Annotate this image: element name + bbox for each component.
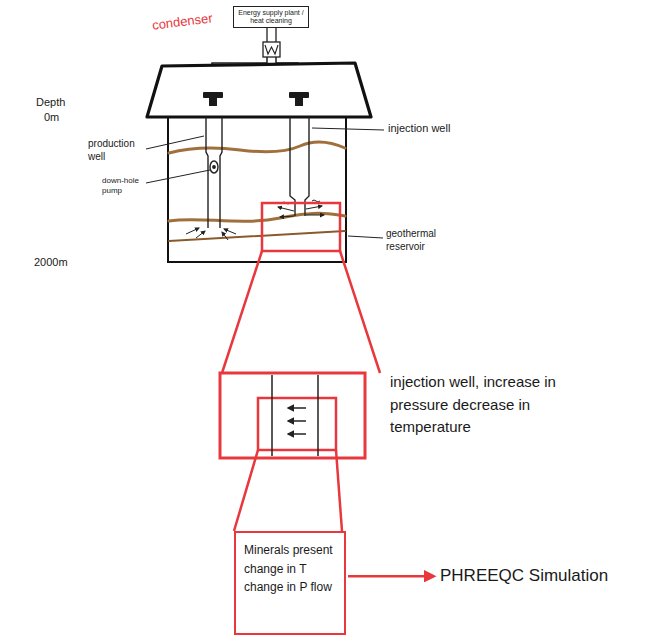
production-well xyxy=(220,117,222,228)
subsurface-block xyxy=(168,117,346,262)
production-well xyxy=(210,161,218,173)
zoomed-well xyxy=(317,375,319,456)
pipe-line xyxy=(267,28,276,42)
plant-roof xyxy=(147,63,371,117)
annotation-note: injection well, increase in pressure dec… xyxy=(390,371,566,439)
zoom-frames xyxy=(336,450,342,531)
injection-well xyxy=(290,117,295,216)
zoom-frames xyxy=(262,203,340,251)
flow-arrows xyxy=(222,232,228,240)
condenser-link xyxy=(267,28,276,42)
node-text: PHREEQC Simulation xyxy=(440,566,608,586)
depth-value: 2000m xyxy=(34,256,68,270)
flow-arrows xyxy=(280,216,294,217)
wellheads xyxy=(203,92,309,106)
depth-value: 0m xyxy=(44,111,59,125)
flow-arrows xyxy=(306,206,322,209)
injection-well xyxy=(305,117,309,216)
condenser-symbol xyxy=(265,45,278,54)
zoom-frames xyxy=(340,251,380,373)
production-well xyxy=(213,166,215,168)
leader-lines xyxy=(146,136,204,149)
rock-layers xyxy=(169,142,345,153)
leader-lines xyxy=(146,170,210,183)
leader-lines xyxy=(146,128,384,238)
rock-layers xyxy=(169,142,345,241)
rock-layers xyxy=(169,231,345,241)
zoomed-well xyxy=(288,433,306,435)
flow-arrows xyxy=(224,229,236,234)
condenser-symbol xyxy=(263,42,280,57)
flow-arrow xyxy=(348,575,434,578)
zoomed-well xyxy=(288,407,306,409)
rock-layers xyxy=(169,213,345,221)
flow-arrows xyxy=(186,200,324,240)
condenser-label: condenser xyxy=(151,10,213,34)
plant-box: Energy supply plant / heat cleaning xyxy=(233,6,309,28)
flow-arrows xyxy=(312,200,320,202)
wellheads xyxy=(289,92,309,98)
zoom-frames xyxy=(222,251,262,373)
leader-lines xyxy=(348,236,383,238)
zoomed-well xyxy=(272,375,318,456)
production-well xyxy=(206,117,208,228)
subsurface-block xyxy=(168,117,346,262)
simulation-node: PHREEQC Simulation xyxy=(438,564,610,588)
analysis-box: Minerals present change in T change in P… xyxy=(234,531,346,635)
plant-roof xyxy=(147,63,371,117)
flow-arrows xyxy=(278,207,294,211)
depth-label: Depth xyxy=(36,96,65,110)
zoom-frames xyxy=(258,398,336,450)
zoom-frames xyxy=(220,373,365,458)
node-text: Energy supply plant / heat cleaning xyxy=(238,9,304,25)
zoomed-well xyxy=(271,375,273,456)
leader-lines xyxy=(312,128,384,130)
well-label: production well xyxy=(88,138,146,163)
condenser-symbol xyxy=(263,42,280,57)
node-text: Minerals present change in T change in P… xyxy=(244,541,336,597)
wellheads xyxy=(203,92,223,98)
zoomed-well xyxy=(288,420,306,422)
zoom-frames xyxy=(220,203,380,531)
wellheads xyxy=(209,98,217,106)
flow-arrows xyxy=(196,231,205,238)
flow-arrows xyxy=(306,215,324,216)
production-well xyxy=(206,117,222,228)
zoom-frames xyxy=(234,450,258,531)
pump-label: down-hole pump xyxy=(102,176,146,196)
wellheads xyxy=(295,98,303,106)
reservoir-label: geothermal reservoir xyxy=(386,228,458,253)
injection-well xyxy=(290,117,309,216)
flow-arrows xyxy=(186,228,199,234)
well-label: injection well xyxy=(388,122,450,136)
